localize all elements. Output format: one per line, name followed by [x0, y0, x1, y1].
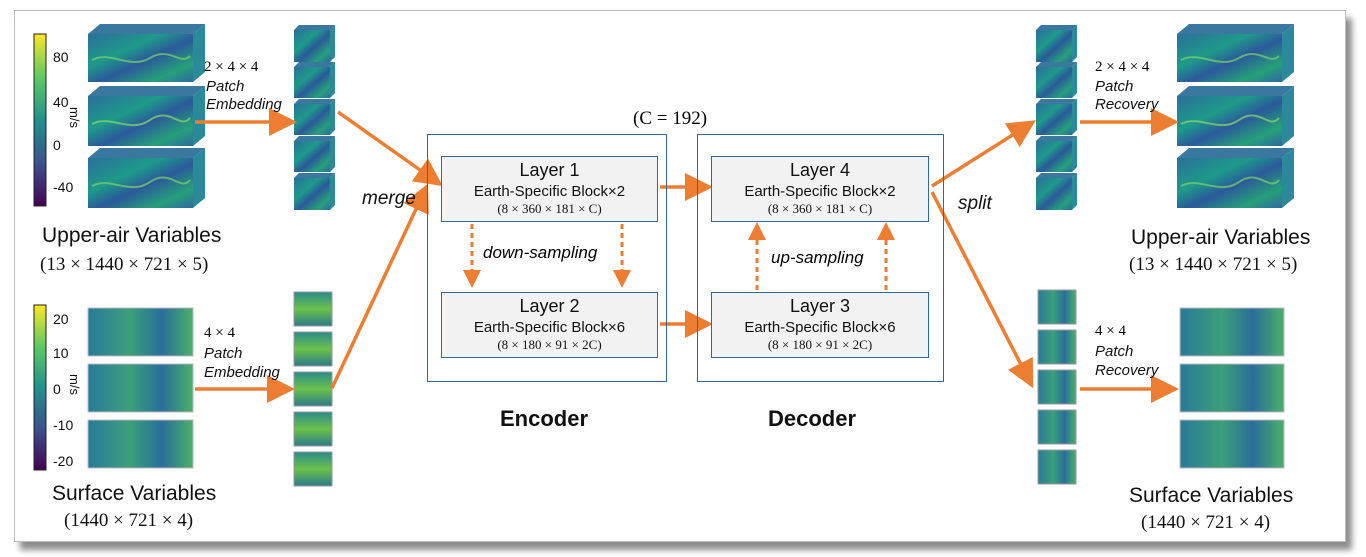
input-upper-title: Upper-air Variables — [42, 224, 222, 247]
encoder-box — [427, 134, 667, 382]
output-surface-op-line1: Patch — [1095, 343, 1134, 360]
flow-arrows — [195, 108, 1179, 403]
split-surface-arrow — [930, 191, 1034, 389]
output-surface-op-line2: Recovery — [1095, 362, 1159, 379]
sampling-arrows — [463, 222, 895, 290]
output-upper-patch-size: 2 × 4 × 4 — [1095, 59, 1150, 75]
output-upper-title: Upper-air Variables — [1131, 226, 1311, 249]
layer-title: Layer 1 — [519, 160, 580, 180]
layer-block: Earth-Specific Block×2 — [744, 183, 896, 200]
c-equation: (C = 192) — [633, 108, 708, 129]
down-sampling-label: down-sampling — [483, 243, 598, 262]
input-surface-patch-size: 4 × 4 — [204, 325, 235, 341]
surface-cbar-tick: 0 — [53, 381, 61, 397]
up-sampling-label: up-sampling — [771, 248, 864, 267]
output-upper-patches — [1036, 25, 1077, 210]
output-surface-title: Surface Variables — [1129, 484, 1294, 507]
layer-dims: (8 × 180 × 91 × 2C) — [497, 337, 602, 352]
input-upper-dims: (13 × 1440 × 721 × 5) — [40, 254, 209, 275]
layer-2-box: Layer 2 Earth-Specific Block×6 (8 × 180 … — [441, 292, 658, 358]
split-upper-arrow — [931, 120, 1036, 188]
input-surface-title: Surface Variables — [52, 482, 217, 505]
merge-upper-arrow — [336, 110, 443, 187]
figure-frame — [14, 10, 1346, 542]
input-surface-op-line2: Embedding — [204, 364, 280, 381]
output-surface-patch-size: 4 × 4 — [1095, 323, 1126, 339]
layer-3-box: Layer 3 Earth-Specific Block×6 (8 × 180 … — [711, 292, 929, 358]
upper-cbar-tick: 40 — [53, 94, 69, 110]
output-surface-patches — [1037, 289, 1077, 485]
surface-colorbar — [33, 304, 47, 471]
layer-title: Layer 3 — [789, 296, 851, 316]
output-upper-cubes — [1177, 24, 1294, 208]
input-surface-slabs — [87, 307, 194, 469]
surface-cbar-tick: -20 — [53, 453, 74, 469]
layer-block: Earth-Specific Block×6 — [473, 319, 626, 336]
layer-dims: (8 × 180 × 91 × 2C) — [767, 337, 873, 352]
surface-cbar-tick: -10 — [53, 417, 74, 433]
layer-1-box: Layer 1 Earth-Specific Block×2 (8 × 360 … — [441, 156, 658, 222]
output-upper-dims: (13 × 1440 × 721 × 5) — [1129, 254, 1298, 275]
merge-surface-arrow — [330, 183, 429, 389]
upper-cbar-tick: 80 — [53, 49, 69, 65]
input-surface-patches — [293, 291, 333, 487]
output-surface-slabs — [1179, 307, 1285, 469]
surface-cbar-tick: 10 — [53, 345, 69, 361]
output-upper-op-line1: Patch — [1095, 78, 1134, 95]
layer-4-box: Layer 4 Earth-Specific Block×2 (8 × 360 … — [711, 156, 929, 222]
layer-dims: (8 × 360 × 181 × C) — [767, 201, 873, 216]
layer-dims: (8 × 360 × 181 × C) — [497, 201, 602, 216]
input-surface-op-line1: Patch — [204, 345, 243, 362]
output-surface-dims: (1440 × 721 × 4) — [1141, 512, 1271, 533]
decoder-label: Decoder — [768, 406, 857, 431]
layer-title: Layer 4 — [789, 160, 851, 180]
surface-cbar-tick: 20 — [53, 311, 69, 327]
upper-unit-label: m/s — [66, 107, 82, 128]
input-upper-patch-size: 2 × 4 × 4 — [204, 59, 259, 75]
input-surface-dims: (1440 × 721 × 4) — [64, 510, 194, 531]
decoder-box — [697, 134, 944, 382]
input-upper-patches — [294, 25, 335, 210]
upper-colorbar — [33, 33, 47, 207]
layer-block: Earth-Specific Block×2 — [473, 183, 626, 200]
upper-cbar-tick: -40 — [53, 179, 74, 195]
merge-label: merge — [362, 188, 416, 209]
upper-cbar-tick: 0 — [53, 137, 61, 153]
split-label: split — [958, 193, 992, 214]
encoder-label: Encoder — [500, 406, 589, 431]
layer-title: Layer 2 — [519, 296, 580, 316]
layer-block: Earth-Specific Block×6 — [744, 319, 896, 336]
input-upper-cubes — [88, 24, 205, 208]
input-upper-op-line2: Embedding — [206, 96, 282, 113]
input-upper-op-line1: Patch — [206, 78, 245, 95]
surface-unit-label: m/s — [66, 374, 82, 395]
output-upper-op-line2: Recovery — [1095, 96, 1159, 113]
